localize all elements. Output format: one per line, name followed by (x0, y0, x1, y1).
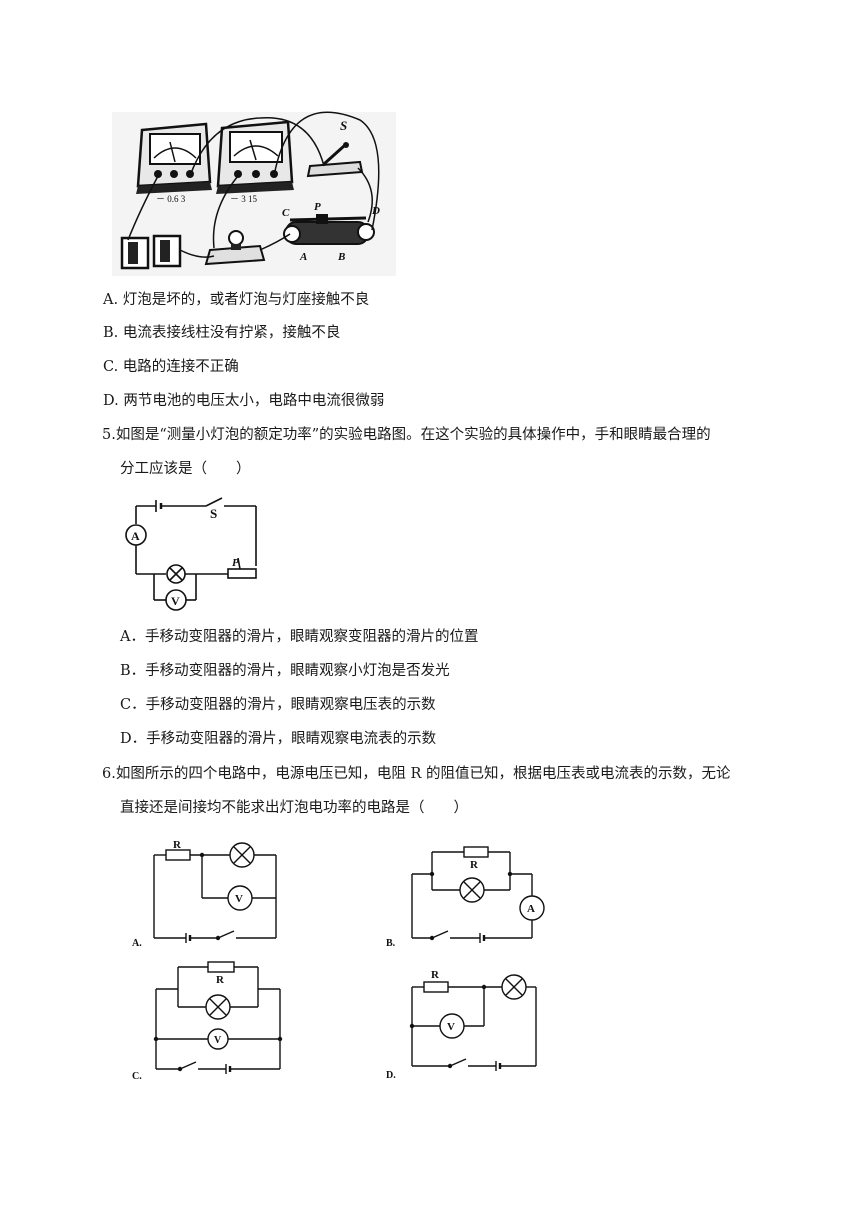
q6-circuit-d: R V D. (386, 969, 537, 1081)
q5-option-d: D．手移动变阻器的滑片，眼睛观察电流表的示数 (120, 731, 437, 747)
knife-switch (306, 142, 364, 178)
q6-circuit-a: R V A. (132, 839, 277, 949)
q4-option-b: B. 电流表接线柱没有拧紧，接触不良 (103, 325, 341, 341)
q6-circuit-b: R A B. (386, 846, 545, 949)
terminal-c-label: C (282, 207, 290, 219)
q6-stem-line1: 6.如图所示的四个电路中，电源电压已知，电阻 R 的阻值已知，根据电压表或电流表… (102, 766, 731, 782)
batteries (120, 234, 182, 270)
voltmeter-device (216, 120, 294, 194)
q4-option-a: A. 灯泡是坏的，或者灯泡与灯座接触不良 (103, 292, 370, 308)
connecting-wires (127, 111, 380, 258)
q5-ammeter-label: A (131, 529, 140, 543)
q6-c-resistor-label: R (216, 974, 225, 986)
terminal-p-label: P (314, 201, 321, 213)
q6-a-resistor-label: R (173, 839, 182, 851)
switch-label: S (340, 118, 347, 133)
q4-option-d: D. 两节电池的电压太小，电路中电流很微弱 (103, 393, 385, 409)
q6-c-meter-label: V (214, 1035, 222, 1046)
q5-stem-line2: 分工应该是（ ） (120, 461, 251, 477)
q6-a-meter-label: V (235, 893, 243, 905)
q6-stem-line2: 直接还是间接均不能求出灯泡电功率的电路是（ ） (120, 800, 468, 816)
voltmeter-scale-label: － 3 15 (230, 194, 258, 204)
q5-stem-line1: 5.如图是“测量小灯泡的额定功率”的实验电路图。在这个实验的具体操作中，手和眼睛… (102, 427, 711, 443)
q6-d-meter-label: V (447, 1021, 455, 1033)
q5-voltmeter-label: V (171, 594, 180, 608)
q5-option-b: B．手移动变阻器的滑片，眼睛观察小灯泡是否发光 (120, 663, 450, 679)
ammeter-scale-label: － 0.6 3 (156, 194, 186, 204)
q6-b-resistor-label: R (470, 859, 479, 871)
q6-b-meter-label: A (527, 903, 535, 915)
q6-b-option-label: B. (386, 938, 396, 949)
q6-d-resistor-label: R (431, 969, 440, 981)
q6-circuit-c: R V C. (132, 961, 283, 1082)
q5-option-a: A．手移动变阻器的滑片，眼睛观察变阻器的滑片的位置 (120, 629, 479, 645)
q5-option-c: C．手移动变阻器的滑片，眼睛观察电压表的示数 (120, 697, 436, 713)
q4-option-c: C. 电路的连接不正确 (103, 359, 239, 375)
rheostat-device (283, 214, 375, 245)
q4-apparatus-figure: － 0.6 3 － 3 15 S C P D A B (112, 111, 396, 276)
q5-slider-label: P (232, 557, 239, 569)
ammeter-device (136, 122, 212, 194)
terminal-b-label: B (337, 251, 345, 263)
q6-c-option-label: C. (132, 1071, 142, 1082)
q5-circuit-diagram: A V S P (125, 497, 257, 611)
q6-a-option-label: A. (132, 938, 142, 949)
q6-d-option-label: D. (386, 1070, 396, 1081)
lamp-holder (204, 230, 266, 266)
terminal-a-label: A (299, 251, 307, 263)
q5-switch-label: S (210, 506, 217, 521)
